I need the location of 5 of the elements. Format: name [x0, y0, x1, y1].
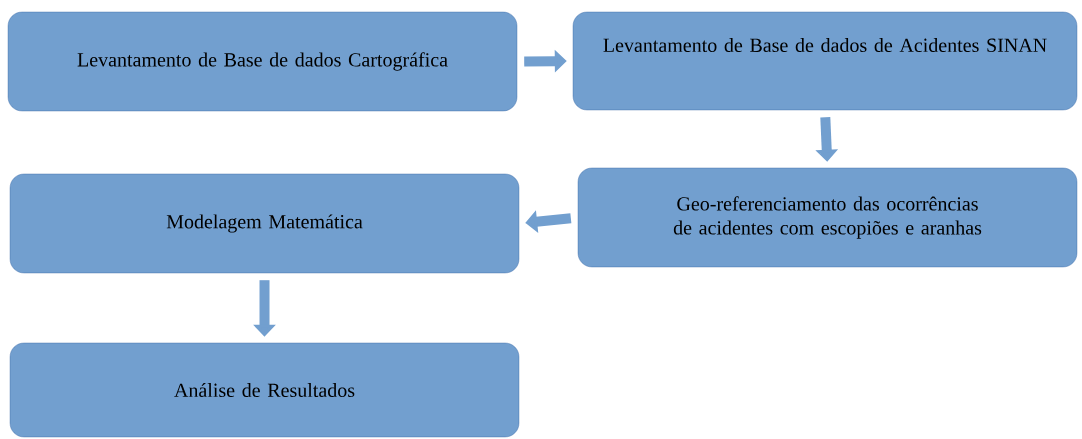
process-box: Levantamento de Base de dados Cartográfica [7, 11, 518, 112]
process-box: Modelagem Matemática [9, 173, 520, 274]
process-box: Análise de Resultados [9, 342, 520, 438]
process-box: Geo-referenciamento das ocorrências de acidentes com escopiões e aranhas [577, 167, 1078, 268]
process-box: Levantamento de Base de dados de Acidentes SINAN [572, 11, 1078, 111]
